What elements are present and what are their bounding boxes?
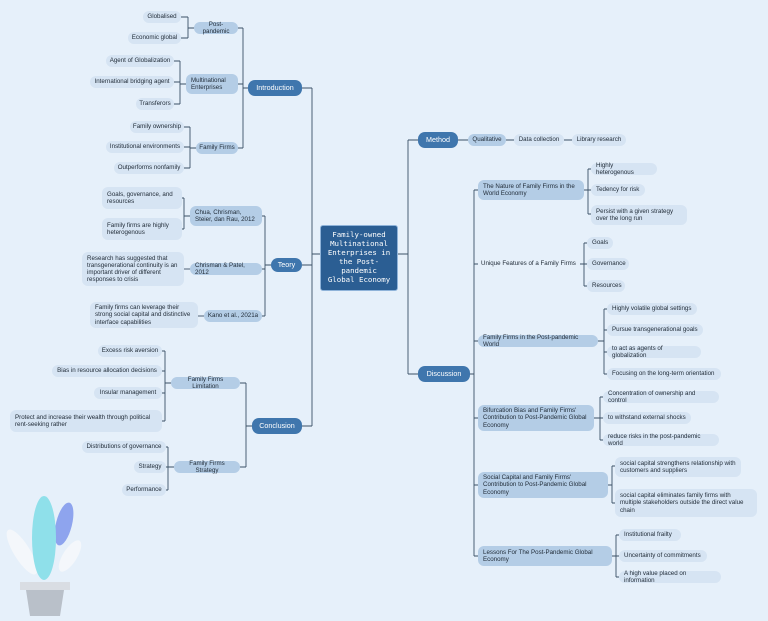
kano-reference-node[interactable]: Kano et al., 2021a bbox=[204, 310, 262, 322]
reduce-risks-leaf[interactable]: reduce risks in the post-pandemic world bbox=[603, 433, 719, 447]
family-firms-strategy-node[interactable]: Family Firms Strategy bbox=[174, 460, 240, 474]
family-firms-limitation-node[interactable]: Family Firms Limitation bbox=[171, 376, 240, 390]
post-pandemic-node[interactable]: Post-pandemic bbox=[194, 21, 238, 35]
agent-of-globalization-leaf[interactable]: Agent of Globalization bbox=[106, 55, 174, 67]
family-firms-heterogenous-leaf[interactable]: Family firms are highly heterogenous bbox=[102, 218, 182, 240]
data-collection-leaf[interactable]: Data collection bbox=[514, 134, 564, 146]
withstand-external-shocks-leaf[interactable]: to withstand external shocks bbox=[603, 412, 691, 424]
strategy-leaf[interactable]: Strategy bbox=[134, 461, 166, 473]
outperforms-nonfamily-leaf[interactable]: Outperforms nonfamily bbox=[114, 162, 184, 174]
chua-reference-node[interactable]: Chua, Chrisman, Steier, dan Rau, 2012 bbox=[190, 206, 262, 226]
family-firms-node[interactable]: Family Firms bbox=[196, 142, 238, 154]
social-capital-leverage-leaf[interactable]: Family firms can leverage their strong s… bbox=[90, 302, 198, 328]
concentration-ownership-leaf[interactable]: Concentration of ownership and control bbox=[603, 390, 719, 404]
tendency-for-risk-leaf[interactable]: Tedency for risk bbox=[591, 184, 645, 196]
insular-management-leaf[interactable]: Insular management bbox=[94, 387, 162, 399]
qualitative-node[interactable]: Qualitative bbox=[468, 134, 506, 146]
persist-strategy-leaf[interactable]: Persist with a given strategy over the l… bbox=[591, 205, 687, 225]
distributions-of-governance-leaf[interactable]: Distributions of governance bbox=[82, 441, 166, 453]
volatile-global-settings-leaf[interactable]: Highly volatile global settings bbox=[607, 303, 697, 315]
performance-leaf[interactable]: Performance bbox=[122, 484, 166, 496]
economic-global-leaf[interactable]: Economic global bbox=[128, 32, 181, 44]
political-rent-seeking-leaf[interactable]: Protect and increase their wealth throug… bbox=[10, 410, 162, 432]
discussion-node[interactable]: Discussion bbox=[418, 366, 470, 382]
resources-leaf[interactable]: Resources bbox=[587, 280, 625, 292]
post-pandemic-world-node[interactable]: Family Firms in the Post-pandemic World bbox=[478, 334, 598, 348]
agents-of-globalization-leaf[interactable]: to act as agents of globalization bbox=[607, 345, 701, 359]
lessons-node[interactable]: Lessons For The Post-Pandemic Global Eco… bbox=[478, 546, 612, 566]
institutional-environments-leaf[interactable]: Institutional environments bbox=[106, 141, 184, 153]
introduction-node[interactable]: Introduction bbox=[248, 80, 302, 96]
method-node[interactable]: Method bbox=[418, 132, 458, 148]
nature-of-family-firms-node[interactable]: The Nature of Family Firms in the World … bbox=[478, 180, 584, 200]
long-term-orientation-leaf[interactable]: Focusing on the long-term orientation bbox=[607, 368, 721, 380]
multinational-enterprises-node[interactable]: Multinational Enterprises bbox=[186, 74, 238, 94]
globalised-leaf[interactable]: Globalised bbox=[143, 11, 181, 23]
highly-heterogenous-leaf[interactable]: Highly heterogenous bbox=[591, 162, 657, 176]
goals-leaf[interactable]: Goals bbox=[587, 237, 613, 249]
international-bridging-agent-leaf[interactable]: International bridging agent bbox=[90, 76, 174, 88]
high-value-information-leaf[interactable]: A high value placed on information bbox=[619, 570, 721, 584]
governance-leaf[interactable]: Governance bbox=[587, 258, 629, 270]
transgenerational-goals-leaf[interactable]: Pursue transgenerational goals bbox=[607, 324, 703, 336]
bifurcation-bias-node[interactable]: Bifurcation Bias and Family Firms' Contr… bbox=[478, 405, 594, 431]
plant-pot-illustration bbox=[6, 490, 86, 616]
goals-governance-resources-leaf[interactable]: Goals, governance, and resources bbox=[102, 187, 182, 209]
excess-risk-aversion-leaf[interactable]: Excess risk aversion bbox=[98, 345, 162, 357]
bias-resource-allocation-leaf[interactable]: Bias in resource allocation decisions bbox=[52, 365, 162, 377]
family-ownership-leaf[interactable]: Family ownership bbox=[130, 121, 184, 133]
eliminates-stakeholders-leaf[interactable]: social capital eliminates family firms w… bbox=[615, 489, 757, 517]
institutional-frailty-leaf[interactable]: Institutional frailty bbox=[619, 529, 681, 541]
library-research-leaf[interactable]: Library research bbox=[572, 134, 626, 146]
social-capital-node[interactable]: Social Capital and Family Firms' Contrib… bbox=[478, 472, 608, 498]
transgenerational-continuity-leaf[interactable]: Research has suggested that transgenerat… bbox=[82, 252, 184, 286]
strengthens-relationship-leaf[interactable]: social capital strengthens relationship … bbox=[615, 457, 741, 477]
chrisman-patel-node[interactable]: Chrisman & Patel, 2012 bbox=[190, 262, 262, 276]
teory-node[interactable]: Teory bbox=[271, 258, 302, 272]
uncertainty-commitments-leaf[interactable]: Uncertainty of commitments bbox=[619, 550, 707, 562]
central-topic[interactable]: Family-owned Multinational Enterprises i… bbox=[320, 225, 398, 291]
unique-features-node[interactable]: Unique Features of a Family Firms bbox=[481, 260, 576, 268]
conclusion-node[interactable]: Conclusion bbox=[252, 418, 302, 434]
transferors-leaf[interactable]: Transferors bbox=[136, 98, 174, 110]
